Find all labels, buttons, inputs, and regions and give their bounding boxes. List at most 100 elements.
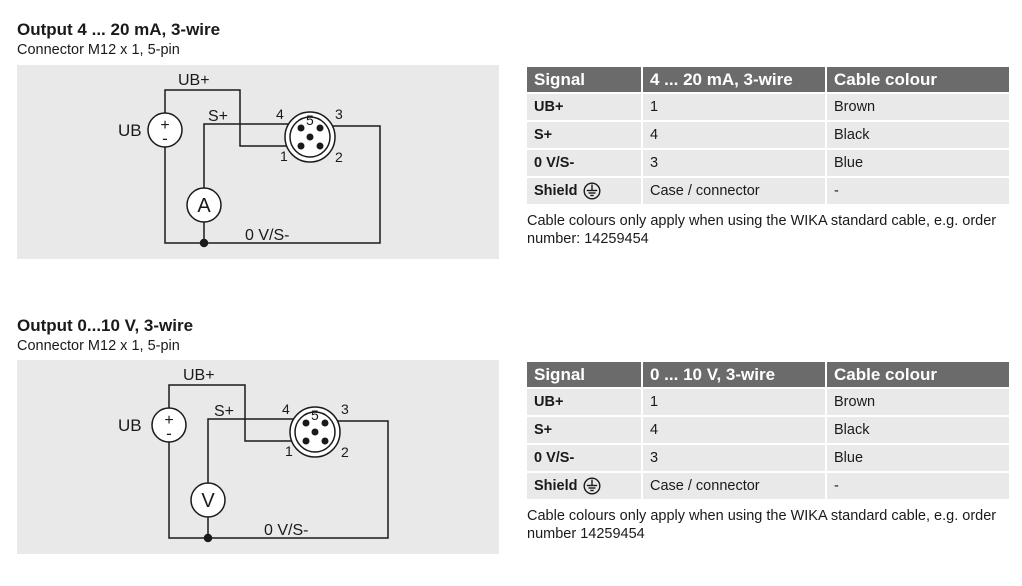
connector-pin-5 [311,428,319,436]
table-row: 0 V/S- 3 Blue [527,150,1009,178]
table-row: 0 V/S- 3 Blue [527,445,1009,473]
shield-label: Shield [534,183,578,199]
connector-pin-2 [316,142,324,150]
ground-junction [199,238,209,248]
cell-pin: Case / connector [641,178,825,206]
wire-s-plus [203,123,277,189]
connector-pin-3 [321,419,329,427]
section-subtitle: Connector M12 x 1, 5-pin [17,42,180,58]
label-s-plus: S+ [214,403,234,420]
cell-signal: S+ [527,417,641,445]
cell-pin: 3 [641,150,825,178]
cell-signal: 0 V/S- [527,150,641,178]
pin-label-5: 5 [306,112,314,128]
cell-colour: Brown [825,389,1009,417]
label-ub: UB [118,416,142,435]
cell-pin: 4 [641,417,825,445]
cell-signal-shield: Shield [527,473,641,501]
cell-signal: UB+ [527,94,641,122]
connector-pin-4 [302,419,310,427]
shield-label-wrap: Shield [534,477,601,495]
label-0v: 0 V/S- [245,227,289,244]
cell-colour: Blue [825,150,1009,178]
pin-label-5: 5 [311,407,319,423]
table-header-row: Signal 4 ... 20 mA, 3-wire Cable colour [527,67,1009,94]
wire-ub-plus [168,384,299,442]
connector-pin-2 [321,437,329,445]
meter-symbol: A [197,195,211,217]
pin-assignment-table: Signal 0 ... 10 V, 3-wire Cable colour U… [527,362,1009,501]
minus-sign: - [162,129,168,148]
pin-label-3: 3 [335,106,343,122]
header-signal: Signal [527,67,641,94]
section-title: Output 0...10 V, 3-wire [17,316,194,335]
meter-circle [186,187,222,223]
cell-colour: Blue [825,445,1009,473]
cell-signal: UB+ [527,389,641,417]
section-title: Output 4 ... 20 mA, 3-wire [17,20,221,39]
header-output: 0 ... 10 V, 3-wire [641,362,825,389]
cell-colour: Brown [825,94,1009,122]
pin-label-4: 4 [276,106,284,122]
shield-label: Shield [534,478,578,494]
cell-colour: Black [825,417,1009,445]
cell-colour: - [825,473,1009,501]
section-current-output: Output 4 ... 20 mA, 3-wire Connector M12… [0,0,1022,290]
plus-sign: + [160,117,169,134]
pin-label-3: 3 [341,401,349,417]
cell-signal: S+ [527,122,641,150]
label-0v: 0 V/S- [264,522,308,539]
label-ub: UB [118,121,142,140]
wire-0v [164,125,381,244]
cell-pin: Case / connector [641,473,825,501]
supply-circle [151,407,187,443]
ground-icon [583,477,601,495]
wiring-diagram: UB UB+ S+ 0 V/S- + - A 1 2 3 4 5 [17,65,499,259]
supply-circle [147,112,183,148]
table-row: S+ 4 Black [527,122,1009,150]
header-output: 4 ... 20 mA, 3-wire [641,67,825,94]
label-s-plus: S+ [208,108,228,125]
header-cable-colour: Cable colour [825,362,1009,389]
pin-label-1: 1 [285,443,293,459]
label-ub-plus: UB+ [178,72,210,89]
header-signal: Signal [527,362,641,389]
cell-pin: 4 [641,122,825,150]
wire-s-plus [207,418,282,484]
cable-colour-note: Cable colours only apply when using the … [527,213,997,247]
cell-signal: 0 V/S- [527,445,641,473]
header-cable-colour: Cable colour [825,67,1009,94]
ground-junction [203,533,213,543]
cell-pin: 1 [641,94,825,122]
pin-label-2: 2 [335,149,343,165]
wiring-diagram: UB UB+ S+ 0 V/S- + - V 1 2 3 4 5 [17,360,499,554]
table-row: S+ 4 Black [527,417,1009,445]
pin-label-4: 4 [282,401,290,417]
meter-circle [190,482,226,518]
connector-pin-4 [297,124,305,132]
cell-signal-shield: Shield [527,178,641,206]
plus-sign: + [164,412,173,429]
section-subtitle: Connector M12 x 1, 5-pin [17,338,180,354]
table-header-row: Signal 0 ... 10 V, 3-wire Cable colour [527,362,1009,389]
connector-pin-1 [302,437,310,445]
section-voltage-output: Output 0...10 V, 3-wire Connector M12 x … [0,296,1022,586]
label-ub-plus: UB+ [183,367,215,384]
table-row: UB+ 1 Brown [527,94,1009,122]
pin-label-2: 2 [341,444,349,460]
connector-pin-3 [316,124,324,132]
wiring-diagram-svg: UB UB+ S+ 0 V/S- + - V 1 2 3 4 5 [118,367,389,543]
cable-colour-note: Cable colours only apply when using the … [527,508,997,542]
wire-0v [168,420,389,539]
connector-ring [294,411,336,453]
cell-pin: 3 [641,445,825,473]
wiring-diagram-svg: UB UB+ S+ 0 V/S- + - A 1 2 3 4 5 [118,72,381,248]
connector-ring [289,116,331,158]
connector-pin-1 [297,142,305,150]
cell-colour: Black [825,122,1009,150]
table-row: Shield Case / connector - [527,178,1009,206]
meter-symbol: V [201,490,215,512]
table-row: UB+ 1 Brown [527,389,1009,417]
table-row: Shield Case / connector - [527,473,1009,501]
pin-label-1: 1 [280,148,288,164]
